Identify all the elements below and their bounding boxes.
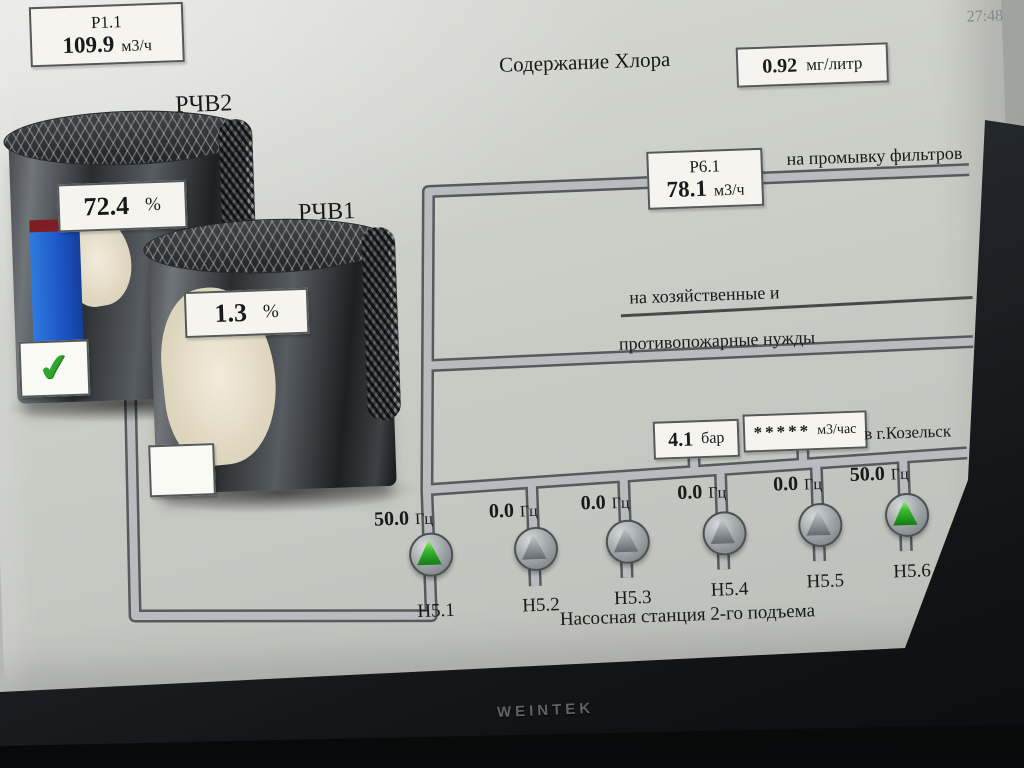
tank2-level-value: 72.4: [83, 190, 130, 222]
pump-label-n5-4: Н5.4: [710, 578, 749, 601]
pump-impeller-icon: [709, 517, 736, 545]
pressure-unit: бар: [700, 429, 725, 448]
tank1-level-value: 1.3: [213, 297, 248, 329]
flow-meter-unit: м3/ч: [120, 36, 153, 55]
thin-line-household: [620, 296, 973, 318]
tank2-level-unit: %: [144, 193, 162, 216]
pump-impeller-icon: [416, 538, 443, 566]
tank1-level-unit: %: [262, 300, 280, 323]
tank2-name-label: РЧВ2: [174, 90, 233, 119]
tank1-name-label: РЧВ1: [297, 198, 356, 227]
filter-wash-value: 78.1: [666, 175, 708, 202]
kozelsk-flow-unit: м3/час: [816, 421, 857, 439]
flow-meter-box[interactable]: Р1.1 109.9 м3/ч: [28, 1, 185, 68]
filter-wash-tag: Р6.1: [689, 155, 721, 176]
tank-lattice-icon: [360, 226, 402, 421]
kozelsk-flow-value: *****: [753, 421, 812, 443]
corner-time: 27:48: [966, 7, 1004, 26]
filter-wash-unit: м3/ч: [713, 180, 745, 200]
pump-impeller-icon: [612, 525, 639, 553]
tank2-status-box[interactable]: ✔: [18, 339, 91, 398]
tank2-level-box[interactable]: 72.4 %: [57, 179, 188, 233]
kozelsk-label: в г.Козельск: [863, 421, 952, 444]
pump-label-n5-5: Н5.5: [806, 570, 845, 593]
kozelsk-flow-box[interactable]: ***** м3/час: [742, 410, 868, 453]
chlorine-unit: мг/литр: [805, 53, 863, 75]
chlorine-value: 0.92: [761, 54, 798, 78]
chlorine-value-box[interactable]: 0.92 мг/литр: [735, 42, 889, 88]
flow-meter-value: 109.9: [62, 30, 115, 58]
tank1-level-box[interactable]: 1.3 %: [183, 287, 310, 339]
pump-impeller-icon: [520, 533, 547, 561]
pump-impeller-icon: [805, 509, 832, 537]
pump-impeller-icon: [892, 499, 919, 527]
pump-label-n5-1: Н5.1: [417, 599, 456, 623]
pressure-box[interactable]: 4.1 бар: [652, 418, 740, 460]
flow-meter-tag: Р1.1: [90, 11, 123, 32]
hmi-screen: Р1.1 109.9 м3/ч Содержание Хлора 0.92 мг…: [0, 0, 1024, 695]
tank1-status-box[interactable]: [148, 443, 216, 498]
check-icon: ✔: [35, 345, 74, 393]
filter-wash-flow-box[interactable]: Р6.1 78.1 м3/ч: [646, 147, 765, 210]
pressure-value: 4.1: [667, 427, 694, 451]
